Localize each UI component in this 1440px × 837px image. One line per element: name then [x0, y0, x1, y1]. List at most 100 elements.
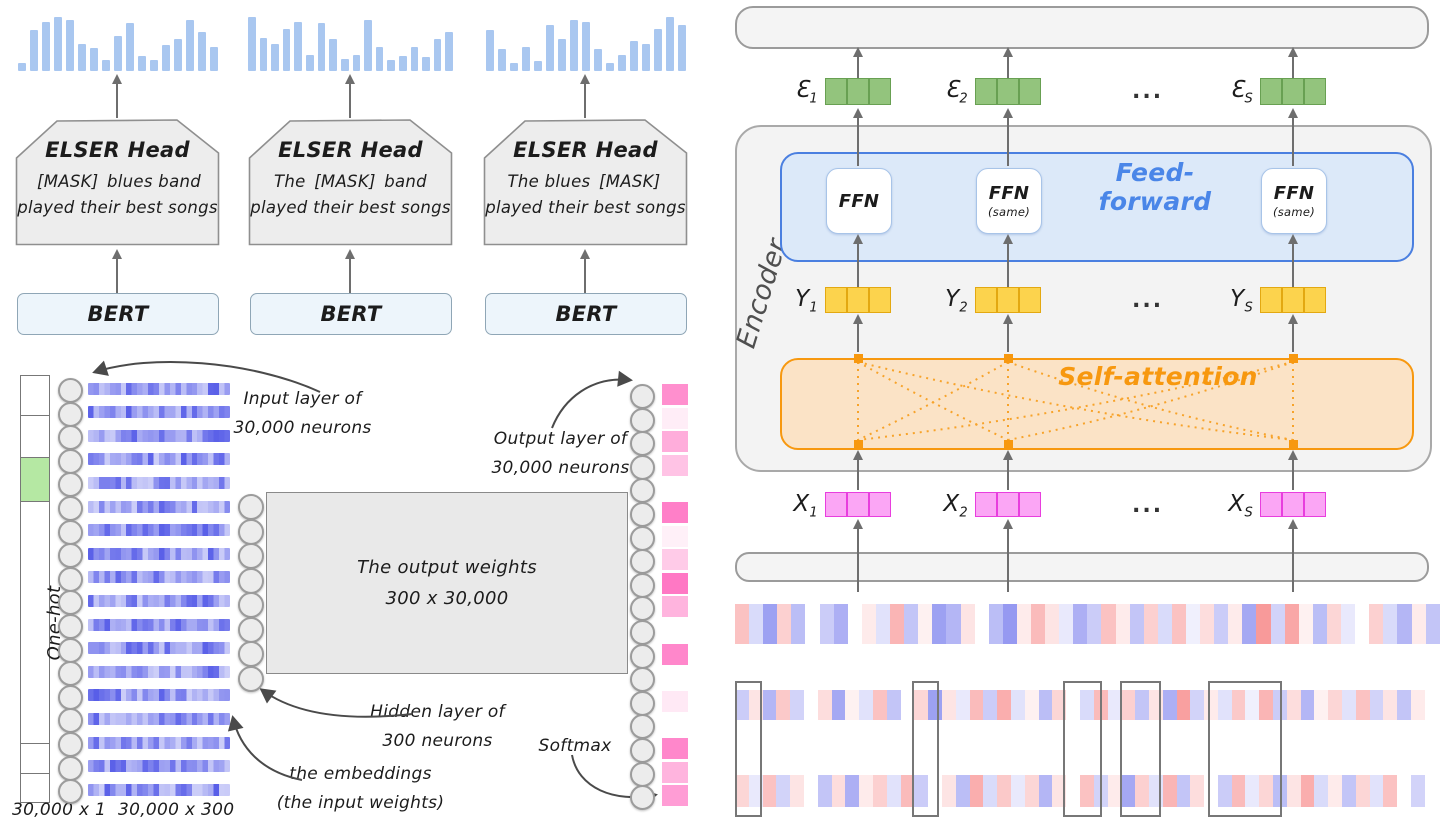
heatmap-cell: [1176, 690, 1191, 720]
softmax-prob-cell: [662, 738, 688, 759]
ffn-box-2: FFN (same): [976, 168, 1042, 234]
elser-head-box-2: ELSER Head The [MASK] band played their …: [248, 118, 453, 246]
input-neuron: [58, 732, 83, 757]
ffn-label: FFN: [1273, 183, 1315, 204]
token-span-outline: [912, 681, 939, 817]
sparse-weight-bar: [445, 32, 453, 71]
heatmap-cell: [1326, 604, 1342, 644]
sparse-vector-chart-3: [483, 15, 688, 71]
softmax-prob-cell: [662, 525, 688, 547]
heatmap-cell: [1176, 775, 1191, 807]
hidden-neuron: [238, 592, 264, 618]
sparse-weight-bar: [398, 56, 407, 71]
sparse-weight-bar: [569, 20, 578, 71]
sparse-weight-bar: [364, 20, 372, 71]
hidden-neuron: [238, 567, 264, 594]
sparse-weight-bar: [259, 38, 268, 71]
embed-dims-label: 30,000 x 300: [118, 800, 235, 820]
e-token-cell: [869, 78, 891, 105]
input-layer-line1: Input layer of: [243, 389, 362, 409]
heatmap-cell: [932, 604, 947, 644]
sparse-weight-bar: [29, 30, 38, 71]
sparse-weight-bar: [375, 47, 384, 71]
sparse-weight-bar: [410, 47, 419, 71]
sentence-pre: The blues: [507, 172, 596, 191]
sparse-weight-bar: [294, 22, 303, 71]
arrow-head: [1287, 234, 1298, 244]
softmax-prob-cell: [662, 643, 688, 665]
heatmap-cell: [1087, 604, 1102, 644]
sparse-vector-chart-1: [15, 15, 220, 71]
heatmap-cell: [776, 690, 791, 720]
mask-token: [MASK]: [36, 172, 99, 191]
arrow-head: [579, 249, 590, 259]
softmax-prob-cell: [662, 714, 688, 736]
ellipsis: ...: [1132, 79, 1164, 104]
input-neuron: [58, 543, 83, 569]
sparse-weight-bar: [173, 39, 182, 71]
sparse-weight-bar: [653, 29, 662, 71]
x-token-subscript: 1: [809, 505, 818, 521]
heatmap-cell: [1411, 690, 1425, 720]
y-token-label: Y2: [922, 286, 968, 316]
arrow-shaft: [1007, 55, 1009, 78]
elser-head-title: ELSER Head: [278, 138, 423, 162]
y-token-letter: Y: [945, 286, 960, 312]
hidden-neuron: [238, 641, 264, 667]
arrow-shaft: [1007, 116, 1009, 166]
elser-head-shape: [483, 119, 688, 246]
y-token-cell: [1260, 287, 1282, 313]
y-token-cell: [847, 287, 869, 313]
heatmap-cell: [1259, 690, 1274, 720]
heatmap-cell: [1214, 604, 1229, 644]
heatmap-cell: [1383, 604, 1398, 644]
embedding-row: [88, 665, 230, 678]
heatmap-cell: [859, 690, 873, 720]
sparse-weight-bar: [352, 55, 361, 71]
y-token-cell: [997, 287, 1019, 313]
heatmap-cell: [847, 604, 862, 644]
softmax-prob-cell: [662, 478, 688, 500]
heatmap-cell: [872, 775, 887, 807]
sparse-weight-bar: [185, 20, 194, 71]
heatmap-cell: [886, 690, 901, 720]
heatmap-cell: [833, 604, 848, 644]
x-token: [975, 492, 1041, 517]
one-hot-vector: One-hot: [20, 375, 65, 803]
x-token-letter: X: [793, 491, 810, 517]
y-token-letter: Y: [795, 286, 810, 312]
attention-node: [853, 353, 863, 363]
embedding-heatmap-strip3: [735, 775, 1425, 807]
heatmap-cell: [941, 775, 956, 807]
one-hot-cell: [21, 744, 49, 774]
arrow-head: [852, 234, 863, 244]
sparse-weight-bar: [137, 56, 146, 71]
softmax-prob-cell: [662, 407, 688, 429]
arrow-head: [852, 314, 863, 324]
heatmap-cell: [845, 690, 860, 720]
heatmap-cell: [904, 604, 919, 644]
one-hot-cell-active: [21, 458, 49, 502]
heatmap-cell: [735, 604, 750, 644]
x-token-letter: X: [943, 491, 960, 517]
token-span-outline: [1120, 681, 1161, 817]
y-token-letter: Y: [1230, 286, 1245, 312]
hidden-layer-line1: Hidden layer of: [370, 702, 505, 722]
sparse-weight-bar: [306, 55, 314, 71]
one-hot-cell: [21, 416, 49, 458]
heatmap-cell: [997, 690, 1011, 720]
heatmap-cell: [941, 690, 956, 720]
output-weights-line1: The output weights: [357, 557, 537, 578]
bert-box-3: BERT: [485, 293, 687, 335]
x-token: [1260, 492, 1326, 517]
arrow-shaft: [116, 82, 118, 118]
y-token-subscript: S: [1244, 300, 1253, 316]
arrow-head: [111, 74, 122, 84]
embedding-heatmap-strip1: [735, 604, 1440, 644]
masked-sentence-line1: [MASK] blues band: [34, 169, 201, 195]
ellipsis: ...: [1132, 493, 1164, 518]
one-hot-cell: [21, 376, 49, 416]
output-neuron: [630, 785, 655, 811]
input-neuron: [58, 519, 83, 545]
